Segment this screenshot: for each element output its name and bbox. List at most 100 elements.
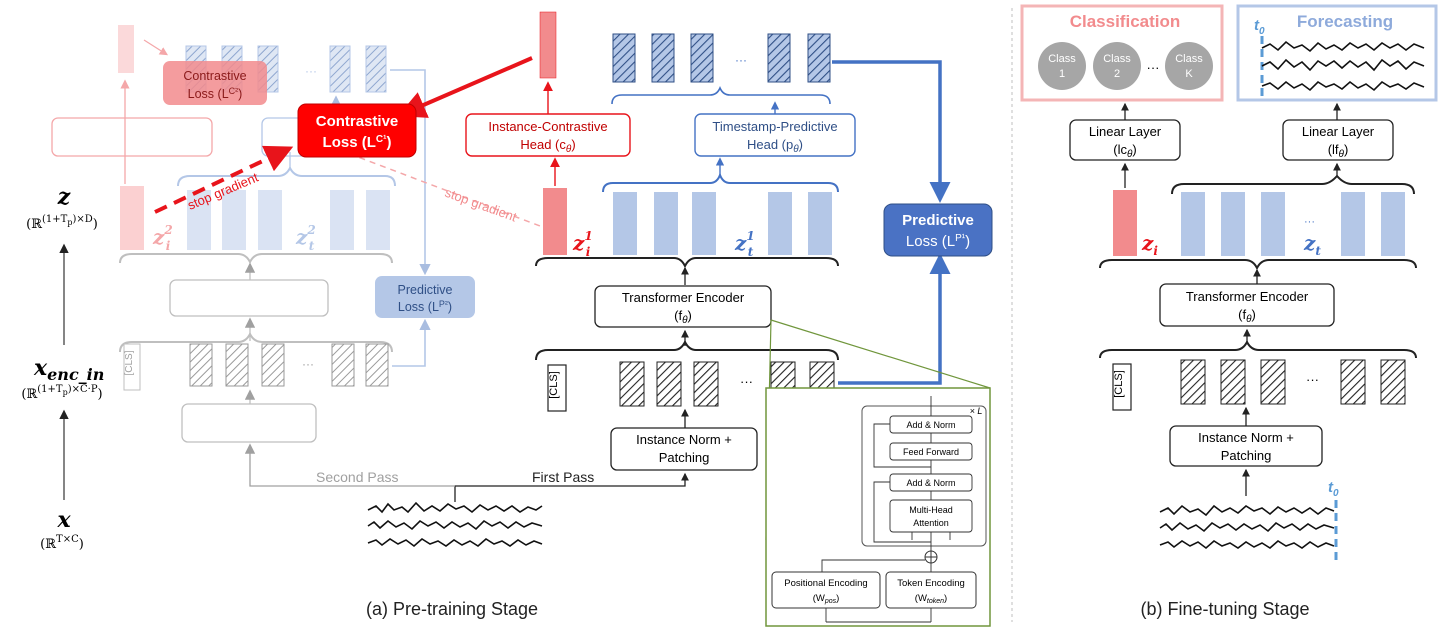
svg-text:Add & Norm: Add & Norm bbox=[906, 420, 955, 430]
svg-text:···: ··· bbox=[740, 374, 753, 389]
t0-label-top: t0 bbox=[1254, 17, 1265, 37]
svg-text:Linear Layer: Linear Layer bbox=[1302, 124, 1375, 139]
svg-text:···: ··· bbox=[305, 64, 317, 78]
svg-text:Positional Encoding: Positional Encoding bbox=[784, 578, 867, 589]
finetuning-caption: (b) Fine-tuning Stage bbox=[1140, 599, 1309, 619]
stop-gradient-link bbox=[307, 137, 541, 227]
svg-text:Token Encoding: Token Encoding bbox=[897, 578, 965, 589]
svg-text:2: 2 bbox=[1114, 68, 1120, 80]
instance-output-vector bbox=[539, 11, 557, 79]
svg-text:Multi-Head: Multi-Head bbox=[909, 505, 953, 515]
contrastive-loss-second-box bbox=[163, 61, 267, 105]
svg-text:Class: Class bbox=[1048, 53, 1076, 65]
z-symbol: z bbox=[57, 184, 71, 210]
dimension-labels: z (ℝ(1+Tp)×D) xenc_in (ℝ(1+Tp)×C·P) x (ℝ… bbox=[21, 184, 104, 552]
svg-text:Instance Norm +: Instance Norm + bbox=[636, 432, 732, 447]
timestamp-predictive-head bbox=[694, 113, 856, 157]
svg-text:Class: Class bbox=[1175, 53, 1203, 65]
svg-text:···: ··· bbox=[1304, 216, 1315, 228]
contrastive-loss-main-box bbox=[297, 103, 417, 158]
svg-text:···: ··· bbox=[1147, 60, 1160, 75]
svg-text:(Wtoken): (Wtoken) bbox=[915, 593, 947, 605]
svg-text:Contrastive: Contrastive bbox=[183, 69, 246, 83]
t0-label-bottom: t0 bbox=[1328, 479, 1339, 499]
svg-text:Linear Layer: Linear Layer bbox=[1089, 124, 1162, 139]
svg-text:Instance-Contrastive: Instance-Contrastive bbox=[488, 119, 607, 134]
instance-norm-patching-pretrain bbox=[610, 427, 758, 471]
classification-title: Classification bbox=[1070, 12, 1181, 31]
instance-norm-patching-finetune bbox=[1169, 425, 1323, 467]
transformer-encoder-finetune bbox=[1159, 283, 1335, 327]
stop-gradient-dashed-arrow bbox=[154, 145, 294, 214]
svg-text:Feed Forward: Feed Forward bbox=[903, 447, 959, 457]
class-1-node bbox=[1038, 42, 1086, 90]
encoder-detail-panel: × L Add & Norm Feed Forward Add & Norm M… bbox=[765, 387, 991, 627]
svg-text:Add & Norm: Add & Norm bbox=[906, 478, 955, 488]
input-time-series-finetune bbox=[1159, 504, 1335, 550]
x-dimension: (ℝT×C) bbox=[40, 534, 84, 552]
linear-layer-forecasting bbox=[1282, 119, 1394, 161]
forecast-series bbox=[1261, 40, 1425, 92]
pretraining-caption: (a) Pre-training Stage bbox=[366, 599, 538, 619]
svg-text:Predictive: Predictive bbox=[398, 283, 453, 297]
second-pass-label: Second Pass bbox=[316, 469, 399, 485]
svg-text:(lfθ): (lfθ) bbox=[1328, 142, 1349, 160]
z-i-vector bbox=[1113, 190, 1137, 256]
predictive-loss-main-box bbox=[883, 203, 993, 257]
svg-text:[CLS]: [CLS] bbox=[548, 371, 560, 399]
svg-text:Contrastive: Contrastive bbox=[316, 113, 399, 130]
z-i-label: zi bbox=[1141, 231, 1158, 258]
svg-text:(fθ): (fθ) bbox=[1238, 307, 1256, 325]
stop-gradient-label-right: stop gradient bbox=[443, 185, 519, 225]
svg-text:···: ··· bbox=[302, 357, 314, 371]
svg-text:× L: × L bbox=[970, 406, 983, 416]
svg-text:Predictive: Predictive bbox=[902, 212, 974, 229]
svg-text:Transformer Encoder: Transformer Encoder bbox=[1186, 289, 1309, 304]
svg-text:Loss (LC¹): Loss (LC¹) bbox=[323, 134, 392, 151]
svg-text:Attention: Attention bbox=[913, 518, 949, 528]
cls-output-second bbox=[118, 25, 134, 73]
finetuning-stage: Classification Class 1 Class 2 ··· Class… bbox=[1020, 4, 1438, 619]
z-dimension: (ℝ(1+Tp)×D) bbox=[26, 214, 98, 232]
svg-text:Instance Norm +: Instance Norm + bbox=[1198, 430, 1294, 445]
svg-text:Patching: Patching bbox=[659, 450, 710, 465]
svg-text:[CLS]: [CLS] bbox=[1113, 370, 1125, 398]
z-i2-vector bbox=[120, 186, 144, 250]
xenc-dimension: (ℝ(1+Tp)×C·P) bbox=[21, 384, 102, 402]
svg-text:Head (pθ): Head (pθ) bbox=[747, 137, 803, 155]
xenc-symbol: xenc_in bbox=[33, 355, 104, 384]
svg-text:Loss (LC²): Loss (LC²) bbox=[188, 86, 243, 101]
first-pass-label: First Pass bbox=[532, 469, 594, 485]
svg-text:Timestamp-Predictive: Timestamp-Predictive bbox=[712, 119, 837, 134]
svg-text:Head (cθ): Head (cθ) bbox=[520, 137, 575, 155]
forecasting-title: Forecasting bbox=[1297, 12, 1393, 31]
svg-text:(Wpos): (Wpos) bbox=[813, 593, 840, 605]
svg-text:[CLS]: [CLS] bbox=[124, 350, 135, 375]
svg-text:Patching: Patching bbox=[1221, 448, 1272, 463]
input-time-series-pretrain bbox=[367, 501, 543, 548]
class-2-node bbox=[1093, 42, 1141, 90]
svg-text:Transformer Encoder: Transformer Encoder bbox=[622, 290, 745, 305]
first-pass-branch: ··· Instance-Contrastive Head (cθ) Times… bbox=[244, 11, 993, 619]
svg-text:(fθ): (fθ) bbox=[674, 308, 692, 326]
svg-text:···: ··· bbox=[735, 53, 747, 67]
z-t-label: zt bbox=[1303, 231, 1321, 258]
class-k-node bbox=[1165, 42, 1213, 90]
instance-contrastive-head bbox=[465, 113, 631, 157]
z-i1-vector bbox=[543, 188, 567, 255]
svg-text:(lcθ): (lcθ) bbox=[1113, 142, 1137, 160]
svg-text:1: 1 bbox=[1059, 68, 1065, 80]
svg-text:Loss (LP²): Loss (LP²) bbox=[398, 299, 452, 314]
svg-text:Loss (LP¹): Loss (LP¹) bbox=[906, 233, 970, 250]
svg-text:···: ··· bbox=[1306, 372, 1319, 387]
svg-text:Class: Class bbox=[1103, 53, 1131, 65]
linear-layer-classification bbox=[1069, 119, 1181, 161]
transformer-encoder-pretrain bbox=[594, 285, 772, 328]
x-symbol: x bbox=[56, 507, 71, 533]
